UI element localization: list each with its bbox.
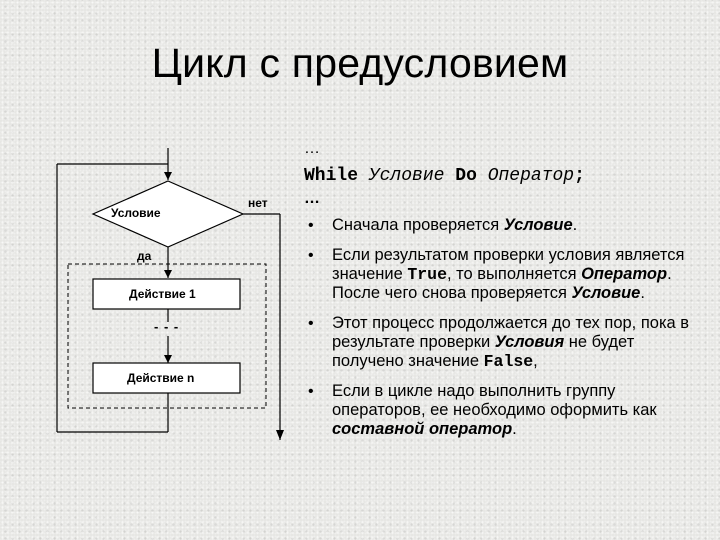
bullet-emphasis: Условие (571, 284, 641, 302)
entry-arrow (164, 172, 172, 180)
bullet-item-1: • Сначала проверяется Условие. (304, 216, 704, 235)
syntax-operator: Оператор (487, 166, 575, 186)
kw-do: Do (455, 166, 477, 186)
bullet-item-2: • Если результатом проверки условия являе… (304, 246, 704, 303)
bullet-dot-icon: • (308, 315, 314, 332)
bullet-text: . (572, 216, 578, 234)
bullet-emphasis: Условие (503, 216, 573, 234)
syntax-semicolon: ; (574, 166, 585, 186)
flowchart: Условие нет да Действие 1 - - - Действие… (0, 0, 300, 460)
action-n-label: Действие n (127, 371, 195, 385)
ellipsis-top: … (304, 140, 320, 157)
bullet-code: True (407, 265, 447, 284)
bullet-text: Если результатом проверки условия являет… (332, 246, 685, 283)
loop-body-group (67, 263, 267, 409)
bullet-dot-icon: • (308, 217, 314, 234)
bullet-dot-icon: • (308, 383, 314, 400)
bullet-text: Этот процесс продолжается до тех пор, по… (332, 314, 690, 351)
while-syntax: While Условие Do Оператор; (304, 166, 704, 186)
bullet-code: False (483, 352, 534, 371)
bullet-item-4: • Если в цикле надо выполнить группу опер… (304, 382, 704, 439)
bullet-text: . (640, 284, 645, 302)
bullet-text: не будет получено значение (332, 333, 635, 370)
ellipsis-bottom: … (304, 190, 320, 207)
syntax-condition: Условие (368, 166, 445, 186)
no-branch-arrow (276, 430, 284, 440)
action1-box (92, 278, 241, 310)
slide-content: … While Условие Do Оператор; … • Сначала … (304, 140, 704, 450)
bullet-emphasis: Оператор (581, 265, 668, 283)
action-n-arrow (164, 355, 172, 363)
bullet-item-3: • Этот процесс продолжается до тех пор, п… (304, 314, 704, 371)
flowchart-diagram (56, 148, 284, 440)
bullet-emphasis: составной оператор (332, 420, 513, 438)
no-label: нет (248, 196, 268, 210)
dots-label: - - - (154, 319, 180, 334)
kw-while: While (304, 166, 359, 186)
bullet-text: Если в цикле надо выполнить группу опера… (332, 382, 657, 419)
bullet-text: , (533, 352, 538, 370)
bullet-dot-icon: • (308, 247, 314, 264)
bullet-text: Сначала проверяется (332, 216, 504, 234)
action-n-box (92, 362, 241, 394)
yes-branch-arrow (164, 270, 172, 278)
bullet-text: , то выполняется (446, 265, 582, 283)
action1-label: Действие 1 (129, 287, 196, 301)
bullet-text: . (512, 420, 517, 438)
bullet-list: • Сначала проверяется Условие. • Если резу… (304, 216, 704, 439)
bullet-emphasis: Условия (494, 333, 565, 351)
bullet-text: . После чего снова проверяется (332, 265, 672, 302)
yes-label: да (137, 249, 152, 263)
condition-label: Условие (111, 206, 161, 220)
slide-title: Цикл с предусловием (151, 40, 569, 86)
